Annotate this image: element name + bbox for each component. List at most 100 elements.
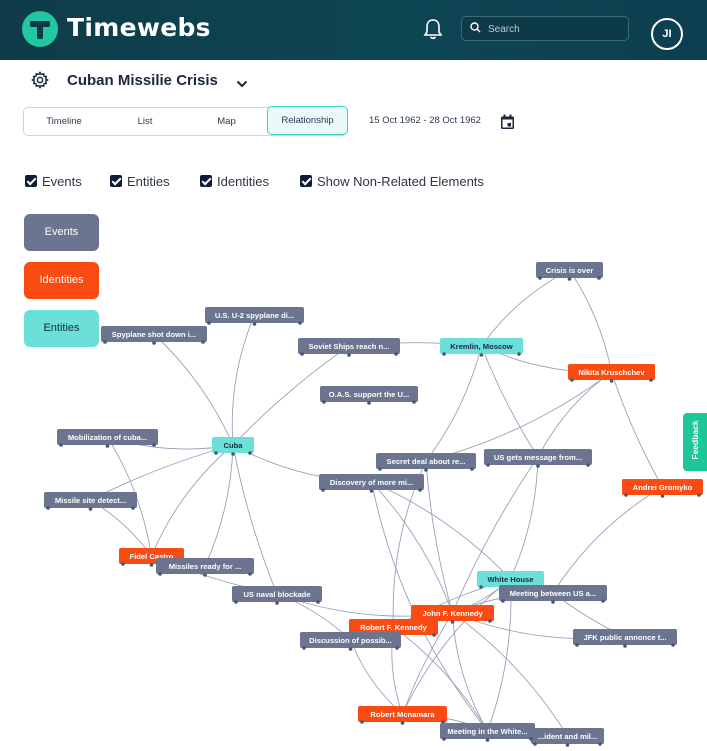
brand-name[interactable]: Timewebs [67,13,211,42]
graph-node-discovery[interactable]: Discovery of more mi... [319,474,424,493]
calendar-icon[interactable] [500,114,515,135]
user-avatar[interactable]: JI [651,18,683,50]
checkbox-checked-icon[interactable] [110,175,122,187]
graph-edge [425,371,612,462]
node-port [412,400,416,404]
graph-edge [153,333,234,446]
node-box[interactable] [300,632,401,648]
node-box[interactable] [440,338,523,354]
node-label: Robert Mcnamara [370,710,435,719]
node-box[interactable] [320,386,418,402]
node-port [201,340,205,344]
node-box[interactable] [156,558,254,574]
node-port [214,451,218,455]
node-box[interactable] [477,571,544,587]
node-box[interactable] [376,453,476,469]
tab-list[interactable]: List [137,116,153,127]
node-port [671,643,675,647]
graph-edge [481,345,539,458]
node-port [369,489,374,493]
node-port [103,340,107,344]
node-box[interactable] [568,364,655,380]
node-label: Missiles ready for ... [169,562,242,571]
graph-edge [90,444,234,501]
node-port [575,643,579,647]
graph-node-missiles-ready[interactable]: Missiles ready for ... [156,558,254,577]
legend-events[interactable]: Events [24,214,99,251]
graph-node-meeting-white[interactable]: Meeting in the White... [440,723,535,742]
graph-node-discussion[interactable]: Discussion of possib... [300,632,401,651]
node-box[interactable] [349,619,438,635]
tab-map[interactable]: Map [217,116,236,127]
checkbox-checked-icon[interactable] [300,175,312,187]
node-port [536,464,540,468]
search-box[interactable] [461,16,629,41]
node-port [479,585,483,589]
node-box[interactable] [440,723,535,739]
node-label: Secret deal about re... [387,457,466,466]
graph-node-kremlin[interactable]: Kremlin, Moscow [440,338,523,357]
graph-node-khrushchev[interactable]: Nikita Kruschchev [568,364,655,383]
node-box[interactable] [205,307,304,323]
legend-identities[interactable]: Identities [24,262,99,299]
graph-edge [204,444,234,567]
graph-node-oas[interactable]: O.A.S. support the U... [320,386,418,405]
timewebs-logo-icon[interactable] [22,11,58,47]
app-header: Timewebs JI [0,0,707,60]
node-box[interactable] [57,429,158,445]
chevron-down-icon[interactable] [236,76,248,94]
node-port [598,742,602,746]
node-box[interactable] [536,262,603,278]
node-port [302,646,306,650]
node-box[interactable] [573,629,677,645]
graph-node-president-mil[interactable]: ...ident and mil... [531,728,604,747]
graph-node-naval-blockade[interactable]: US naval blockade [232,586,322,605]
node-label: Discovery of more mi... [330,478,414,487]
feedback-tab[interactable]: Feedback [683,413,707,471]
node-box[interactable] [484,449,592,465]
checkbox-checked-icon[interactable] [25,175,37,187]
node-box[interactable] [499,585,607,601]
node-port [152,341,156,345]
node-box[interactable] [101,326,207,342]
node-port [697,493,701,497]
graph-node-us-message[interactable]: US gets message from... [484,449,592,468]
node-box[interactable] [212,437,254,453]
search-input[interactable] [486,20,625,38]
node-box[interactable] [298,338,400,354]
node-box[interactable] [411,605,494,621]
graph-node-crisis-over[interactable]: Crisis is over [536,262,603,281]
graph-edge [452,612,488,732]
node-port [418,488,422,492]
graph-node-mobilization[interactable]: Mobilization of cuba... [57,429,158,448]
graph-node-u2[interactable]: U.S. U-2 spyplane di... [205,307,304,326]
graph-node-spyplane-down[interactable]: Spyplane shot down i... [101,326,207,345]
settings-gear-icon[interactable] [31,71,49,94]
tab-relationship[interactable]: Relationship [267,106,348,135]
node-box[interactable] [358,706,447,722]
node-port [158,572,162,576]
node-box[interactable] [622,479,703,495]
graph-node-missile-site[interactable]: Missile site detect... [44,492,137,511]
notifications-bell-icon[interactable] [422,17,444,41]
graph-node-secret-deal[interactable]: Secret deal about re... [376,453,476,472]
node-box[interactable] [319,474,424,490]
graph-node-jfk[interactable]: John F. Kennedy [411,605,494,624]
node-box[interactable] [44,492,137,508]
graph-node-cuba[interactable]: Cuba [212,437,254,456]
tab-timeline[interactable]: Timeline [46,116,82,127]
graph-node-jfk-public[interactable]: JFK public annonce t... [573,629,677,648]
node-box[interactable] [531,728,604,744]
filter-label: Identities [217,174,270,189]
checkbox-checked-icon[interactable] [200,175,212,187]
graph-node-meeting-us[interactable]: Meeting between US a... [499,585,607,604]
graph-node-soviet-ships[interactable]: Soviet Ships reach n... [298,338,400,357]
node-label: Meeting between US a... [510,589,597,598]
legend-entities[interactable]: Entities [24,310,99,347]
graph-node-gromyko[interactable]: Andrei Gromyko [622,479,703,498]
graph-node-mcnamara[interactable]: Robert Mcnamara [358,706,447,725]
node-box[interactable] [232,586,322,602]
graph-edge [452,612,568,737]
graph-edge [371,481,453,614]
